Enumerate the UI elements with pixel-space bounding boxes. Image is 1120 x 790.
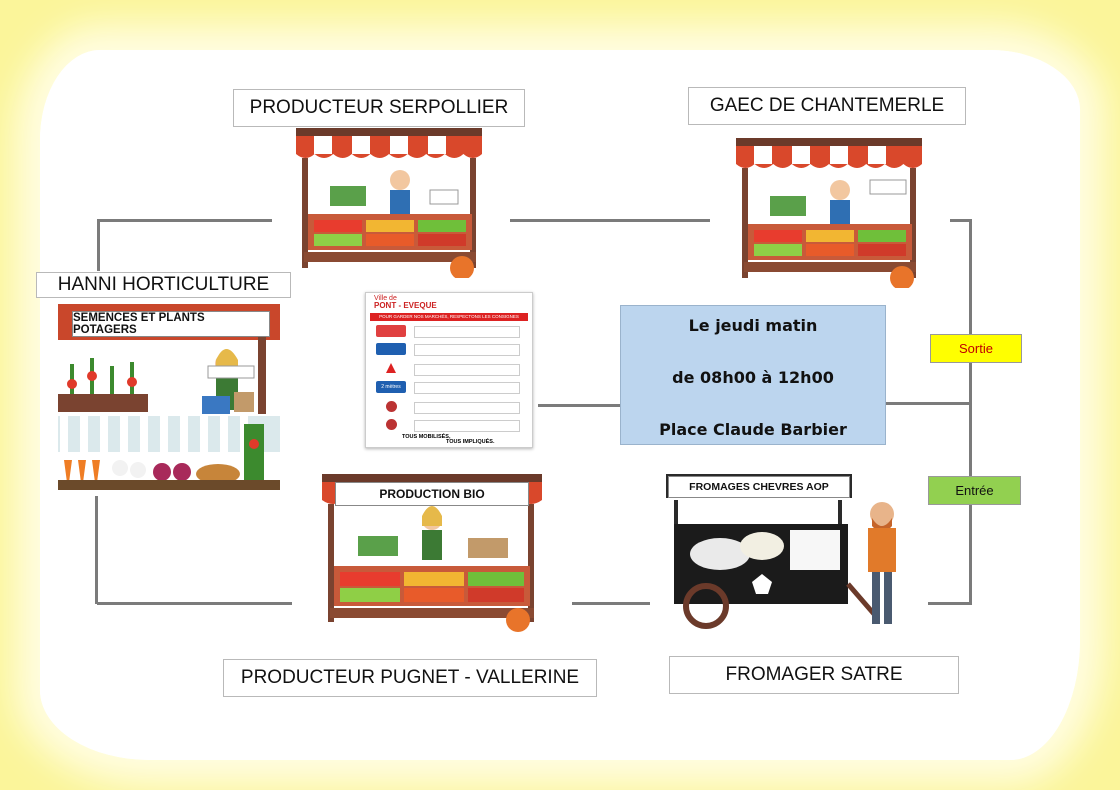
connector-line (97, 219, 100, 271)
label-hanni: HANNI HORTICULTURE (36, 272, 291, 298)
schedule-hours: de 08h00 à 12h00 (672, 368, 834, 387)
schedule-place: Place Claude Barbier (659, 420, 847, 439)
schedule-day: Le jeudi matin (688, 316, 818, 335)
connector-line (950, 219, 972, 222)
poster-banner: POUR GARDER NOS MARCHÉS, RESPECTONS LES … (370, 313, 528, 321)
sign-semences: SEMENCES ET PLANTS POTAGERS (72, 311, 270, 337)
connector-line (886, 402, 970, 405)
market-stall-illustration (736, 138, 922, 288)
connector-line (928, 602, 972, 605)
connector-line (97, 602, 292, 605)
connector-line (538, 404, 620, 407)
sign-production-bio: PRODUCTION BIO (335, 482, 529, 506)
market-stall-illustration (296, 128, 482, 278)
covid-rules-poster: Ville de PONT - EVEQUE POUR GARDER NOS M… (365, 292, 533, 448)
sign-fromages: FROMAGES CHEVRES AOP (668, 476, 850, 498)
connector-line (969, 219, 972, 604)
label-chantemerle: GAEC DE CHANTEMERLE (688, 87, 966, 125)
label-serpollier: PRODUCTEUR SERPOLLIER (233, 89, 525, 127)
poster-brand-name: PONT - EVEQUE (374, 301, 437, 310)
poster-footer-2: TOUS IMPLIQUÉS. (446, 439, 495, 445)
entrance-tag: Entrée (928, 476, 1021, 505)
connector-line (572, 602, 650, 605)
label-satre: FROMAGER SATRE (669, 656, 959, 694)
cheese-cart-illustration (666, 474, 896, 629)
connector-line (510, 219, 710, 222)
poster-brand-top: Ville de (374, 295, 397, 302)
exit-tag: Sortie (930, 334, 1022, 363)
connector-line (97, 219, 272, 222)
poster-footer-1: TOUS MOBILISÉS, (402, 434, 451, 440)
label-pugnet: PRODUCTEUR PUGNET - VALLERINE (223, 659, 597, 697)
poster-distance: 2 mètres (376, 381, 406, 393)
market-schedule-box: Le jeudi matin de 08h00 à 12h00 Place Cl… (620, 305, 886, 445)
connector-line (95, 496, 98, 604)
